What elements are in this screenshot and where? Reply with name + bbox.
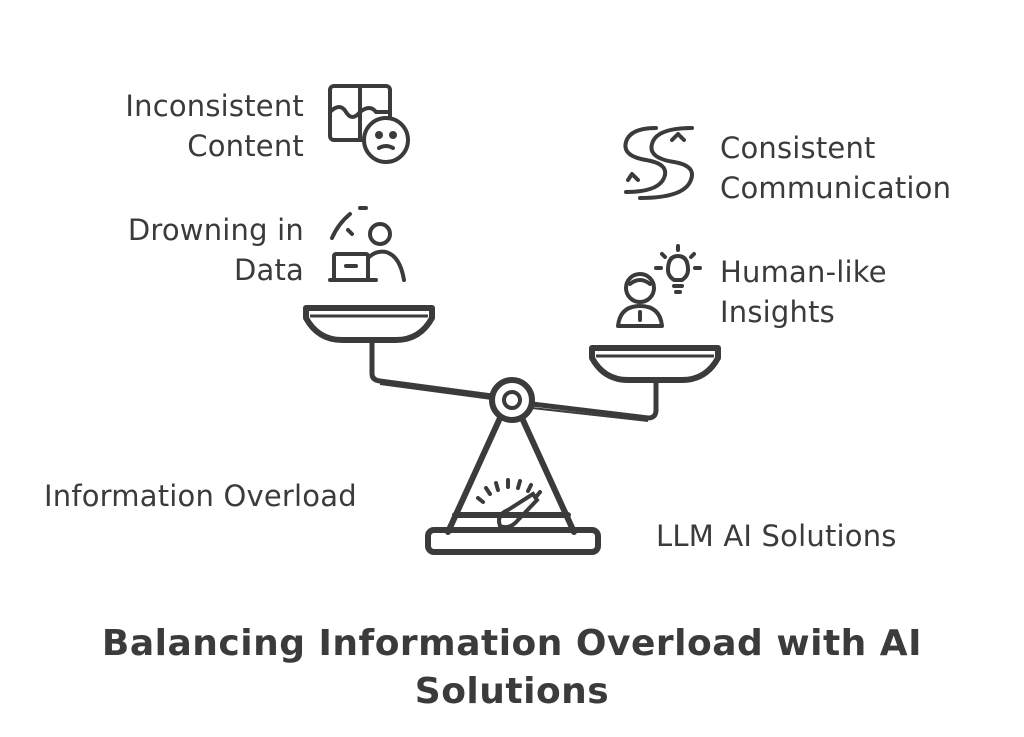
drowning-in-data-line-2: Data: [233, 253, 304, 287]
inconsistent-content-label: Inconsistent Content: [125, 86, 304, 166]
winding-road-icon: [623, 126, 694, 200]
information-overload-text: Information Overload: [44, 479, 357, 513]
right-pan: [589, 345, 721, 383]
scale-pivot: [489, 377, 535, 423]
llm-ai-solutions-text: LLM AI Solutions: [656, 519, 897, 553]
scale-base: [425, 527, 601, 555]
diagram-title-line-1: Balancing Information Overload with AI: [101, 623, 923, 664]
human-like-insights-line-2: Insights: [720, 295, 835, 329]
diagram-title: Balancing Information Overload with AI S…: [0, 620, 1024, 716]
scale-stand: [445, 415, 577, 535]
puzzle-face-icon: [328, 84, 410, 164]
person-lightbulb-icon: [616, 244, 702, 328]
drowning-in-data-label: Drowning in Data: [128, 210, 304, 290]
diagram-title-line-2: Solutions: [414, 671, 610, 712]
person-laptop-icon: [328, 206, 406, 282]
human-like-insights-label: Human-like Insights: [720, 252, 887, 332]
drowning-in-data-line-1: Drowning in: [127, 213, 304, 247]
inconsistent-content-line-1: Inconsistent: [125, 89, 304, 123]
consistent-communication-label: Consistent Communication: [720, 128, 951, 208]
left-pan: [303, 305, 435, 343]
consistent-communication-line-2: Communication: [720, 171, 952, 205]
information-overload-label: Information Overload: [44, 476, 357, 516]
llm-ai-solutions-label: LLM AI Solutions: [656, 516, 897, 556]
human-like-insights-line-1: Human-like: [720, 255, 887, 289]
gauge-icon: [476, 478, 542, 530]
inconsistent-content-line-2: Content: [187, 129, 304, 163]
scale-beam: [369, 335, 659, 421]
consistent-communication-line-1: Consistent: [720, 131, 876, 165]
